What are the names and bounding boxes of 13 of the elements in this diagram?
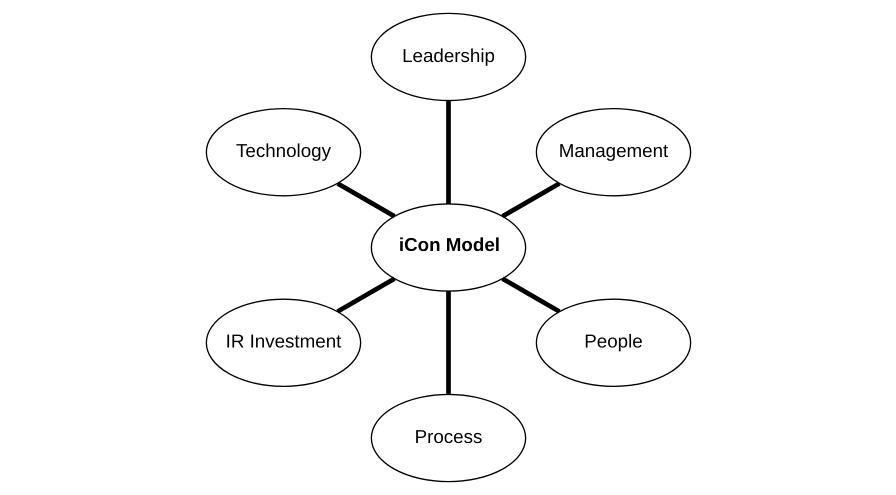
connector: [446, 291, 450, 394]
connector: [446, 101, 450, 204]
connector: [336, 181, 396, 218]
node-ellipse: People: [535, 298, 691, 388]
connector: [500, 181, 560, 218]
node-ellipse: Management: [535, 108, 691, 196]
node-ellipse: iCon Model: [370, 203, 526, 292]
node-ellipse: Process: [370, 394, 526, 482]
node-ellipse: Leadership: [370, 12, 526, 102]
node-ellipse: Technology: [205, 108, 361, 196]
connector: [500, 276, 560, 314]
node-ellipse: IR Investment: [205, 298, 361, 388]
connector: [336, 276, 396, 314]
